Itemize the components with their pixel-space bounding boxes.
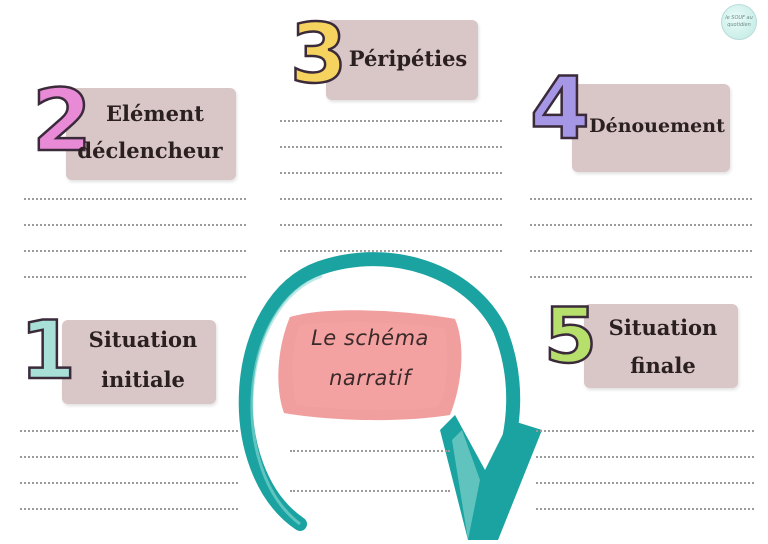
card-label-line1: Dénouement [589, 115, 725, 137]
writing-line [280, 172, 502, 174]
writing-line [280, 224, 502, 226]
card-label-line1: Situation [88, 327, 198, 352]
svg-text:3: 3 [290, 7, 347, 102]
writing-line [536, 508, 754, 510]
writing-line [20, 508, 238, 510]
card-situation-initiale [62, 320, 216, 404]
number-3-icon: 3 [289, 6, 349, 104]
svg-text:5: 5 [544, 291, 597, 380]
writing-line [20, 430, 238, 432]
writing-line [20, 482, 238, 484]
writing-line [536, 456, 754, 458]
card-denouement [572, 84, 730, 172]
writing-line [24, 250, 246, 252]
svg-text:2: 2 [32, 71, 92, 171]
card-label-line2: déclencheur [77, 138, 223, 163]
card-element-declencheur [66, 88, 236, 180]
card-label-line2: finale [630, 353, 696, 378]
logo: le SOUF au quotidien [721, 4, 757, 40]
number-5-icon: 5 [543, 290, 598, 382]
logo-text: le SOUF au quotidien [725, 15, 753, 28]
number-2-icon: 2 [31, 70, 93, 173]
writing-line [280, 250, 502, 252]
writing-line [536, 482, 754, 484]
card-label-line1: Elément [106, 101, 204, 126]
writing-line [530, 276, 752, 278]
writing-line [280, 120, 502, 122]
card-situation-finale [584, 304, 738, 388]
card-label-line1: Péripéties [348, 46, 468, 71]
writing-line [530, 250, 752, 252]
writing-line [24, 224, 246, 226]
card-label-line2: initiale [101, 367, 185, 392]
watercolor-splash [278, 310, 462, 421]
writing-line [290, 490, 450, 492]
writing-line [24, 198, 246, 200]
writing-line [280, 198, 502, 200]
writing-line [530, 198, 752, 200]
svg-text:1: 1 [20, 304, 76, 397]
writing-line [536, 430, 754, 432]
number-1-icon: 1 [19, 303, 77, 399]
center-title-line2: narratif [329, 366, 411, 390]
card-label-line1: Situation [608, 315, 718, 340]
writing-line [24, 276, 246, 278]
writing-line [290, 450, 450, 452]
writing-line [530, 224, 752, 226]
center-title-line1: Le schéma [311, 326, 429, 350]
card-peripeties [326, 20, 478, 100]
number-4-icon: 4 [529, 58, 591, 161]
writing-line [280, 146, 502, 148]
writing-line [20, 456, 238, 458]
svg-text:4: 4 [530, 59, 590, 159]
